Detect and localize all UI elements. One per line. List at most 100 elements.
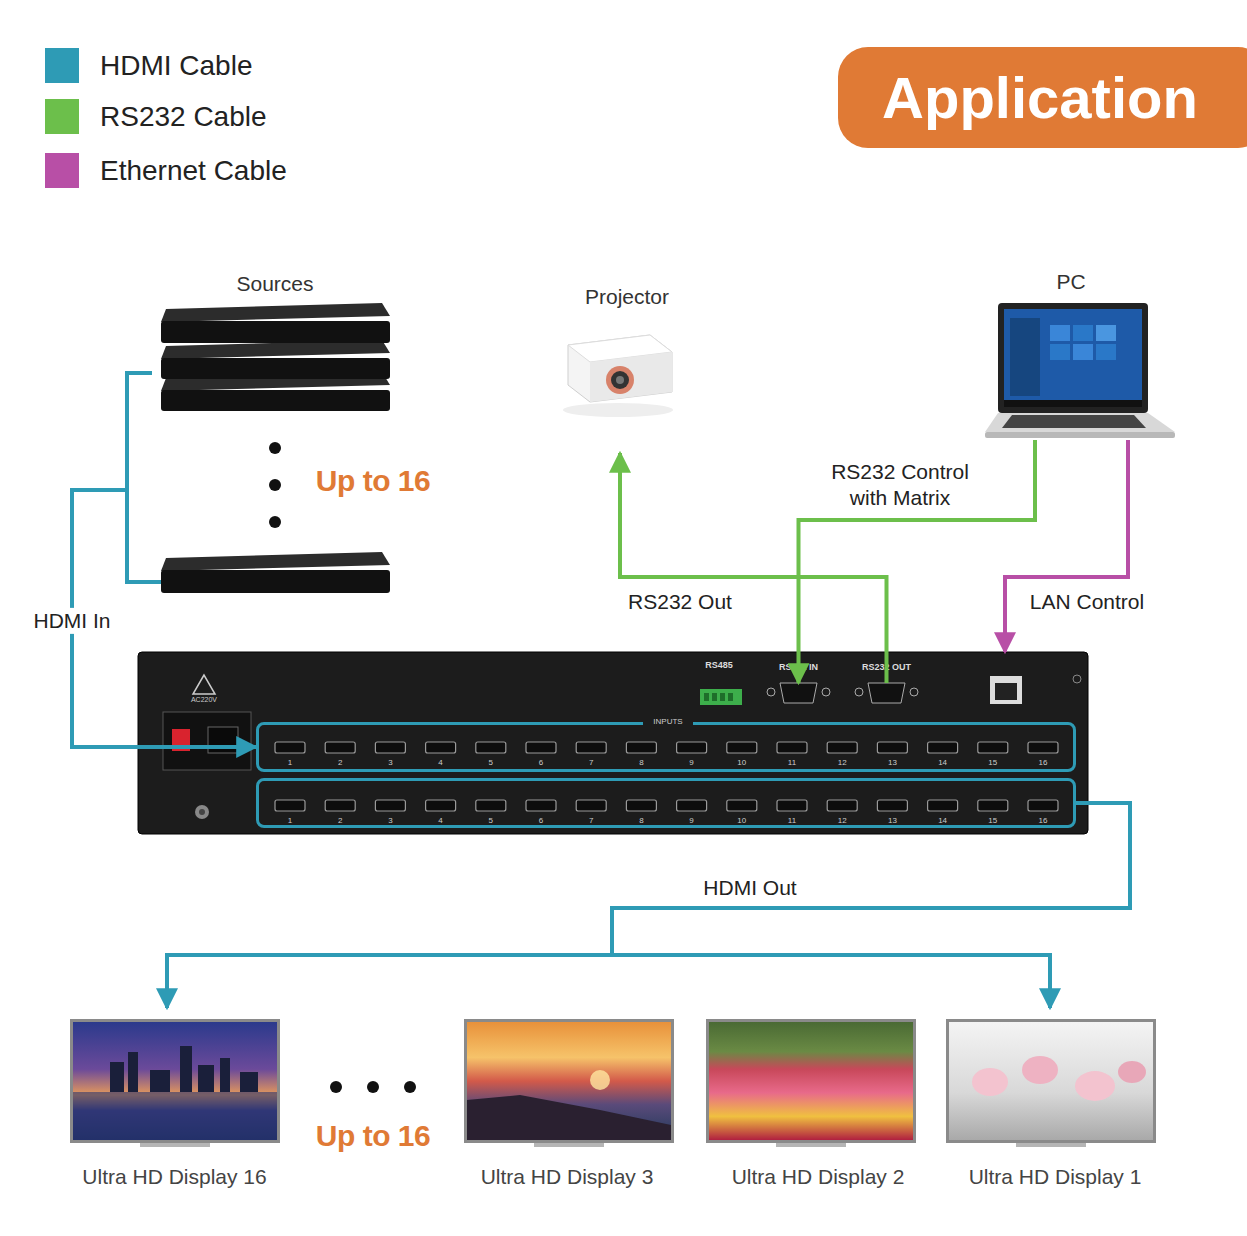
lan-socket bbox=[995, 683, 1017, 700]
screen-tile bbox=[1050, 344, 1070, 360]
dessert-cup bbox=[1022, 1056, 1058, 1084]
pc: PC bbox=[985, 268, 1175, 440]
edge-label: HDMI Out bbox=[700, 875, 799, 901]
port-number: 5 bbox=[481, 758, 501, 767]
hdmi-port bbox=[426, 742, 456, 753]
db9-screw bbox=[767, 688, 775, 696]
screen-tile bbox=[1096, 344, 1116, 360]
dessert-cup bbox=[972, 1068, 1008, 1096]
db9-screw bbox=[855, 688, 863, 696]
player-front bbox=[161, 358, 390, 379]
display: Ultra HD Display 16 bbox=[62, 1008, 287, 1198]
rs232-out-port: RS232 OUT bbox=[853, 683, 920, 705]
laptop-screen bbox=[1004, 309, 1142, 407]
port-number: 6 bbox=[531, 758, 551, 767]
db9-screw bbox=[910, 688, 918, 696]
ellipsis-dot bbox=[404, 1081, 416, 1093]
hdmi-port bbox=[777, 742, 807, 753]
hdmi-port bbox=[928, 800, 958, 811]
screen-tile bbox=[1096, 325, 1116, 341]
city-building bbox=[128, 1052, 138, 1092]
edge-label: LAN Control bbox=[1027, 589, 1147, 615]
port-number: 11 bbox=[782, 758, 802, 767]
port-number: 16 bbox=[1033, 758, 1053, 767]
player-front bbox=[161, 390, 390, 411]
laptop-edge bbox=[985, 432, 1175, 438]
port-number: 7 bbox=[581, 758, 601, 767]
city-building bbox=[110, 1062, 124, 1092]
legend-text: RS232 Cable bbox=[100, 99, 267, 134]
source-group: Sources bbox=[127, 270, 390, 595]
hdmi-port bbox=[928, 742, 958, 753]
port-number: 11 bbox=[782, 816, 802, 825]
hdmi-port bbox=[275, 742, 305, 753]
player-top bbox=[161, 303, 390, 322]
city-water bbox=[73, 1092, 277, 1140]
display-screen bbox=[73, 1022, 277, 1140]
terminal-pin bbox=[720, 693, 725, 701]
node-label: Projector bbox=[557, 285, 697, 309]
port-number: 4 bbox=[431, 758, 451, 767]
port-number: 3 bbox=[380, 816, 400, 825]
hdmi-port bbox=[978, 800, 1008, 811]
node-label: Ultra HD Display 2 bbox=[706, 1165, 931, 1189]
display-stand bbox=[776, 1143, 846, 1147]
edge-label: RS232 Control with Matrix bbox=[812, 459, 988, 512]
display-frame bbox=[464, 1019, 674, 1143]
display-frame bbox=[706, 1019, 916, 1143]
ellipsis-dot bbox=[330, 1081, 342, 1093]
hdmi-port bbox=[877, 742, 907, 753]
port-number: 3 bbox=[380, 758, 400, 767]
ellipsis-dot bbox=[269, 516, 281, 528]
legend-text: HDMI Cable bbox=[100, 48, 252, 83]
node-label: Ultra HD Display 16 bbox=[62, 1165, 287, 1189]
hdmi-port bbox=[426, 800, 456, 811]
edge-label: RS232 Out bbox=[625, 589, 735, 615]
display-screen bbox=[467, 1022, 671, 1140]
ellipsis-dot bbox=[269, 479, 281, 491]
player-front bbox=[161, 321, 390, 343]
bank-label: INPUTS bbox=[643, 717, 693, 726]
node-label: Ultra HD Display 1 bbox=[943, 1165, 1168, 1189]
terminal-pin bbox=[704, 693, 709, 701]
player-front bbox=[161, 570, 390, 593]
city-building bbox=[180, 1046, 192, 1092]
node-label: PC bbox=[1031, 270, 1111, 294]
port-number: 4 bbox=[431, 816, 451, 825]
ethernet-cable bbox=[1005, 440, 1128, 652]
player-top bbox=[161, 552, 390, 571]
db9-screw bbox=[822, 688, 830, 696]
laptop-keyboard bbox=[1002, 415, 1146, 428]
display-screen bbox=[949, 1022, 1153, 1140]
hdmi-port bbox=[576, 742, 606, 753]
projector-lens-core bbox=[616, 376, 624, 384]
dessert-cup bbox=[1118, 1061, 1146, 1083]
port-number: 12 bbox=[832, 758, 852, 767]
port-number: 12 bbox=[832, 816, 852, 825]
sunset-sun bbox=[590, 1070, 610, 1090]
projector-lens bbox=[611, 371, 629, 389]
hdmi-port bbox=[476, 742, 506, 753]
projector-lens-ring bbox=[606, 366, 634, 394]
hdmi-port bbox=[476, 800, 506, 811]
ellipsis-dot bbox=[269, 442, 281, 454]
hdmi-port bbox=[526, 800, 556, 811]
media-player bbox=[161, 303, 390, 343]
node-label: Ultra HD Display 3 bbox=[455, 1165, 680, 1189]
laptop-screen-frame bbox=[998, 303, 1148, 413]
port-number: 2 bbox=[330, 816, 350, 825]
power-inlet bbox=[163, 712, 251, 770]
port-number: 15 bbox=[983, 816, 1003, 825]
legend-text: Ethernet Cable bbox=[100, 153, 287, 188]
port-number: 1 bbox=[280, 758, 300, 767]
hdmi-bracket bbox=[127, 373, 162, 582]
hdmi-output-bank: 12345678910111213141516 bbox=[256, 778, 1076, 828]
port-number: 8 bbox=[631, 758, 651, 767]
power-socket bbox=[208, 727, 238, 753]
screen-tile bbox=[1073, 325, 1093, 341]
port-number: 14 bbox=[933, 816, 953, 825]
start-menu bbox=[1010, 318, 1040, 396]
screen-tile bbox=[1073, 344, 1093, 360]
hdmi-port bbox=[375, 742, 405, 753]
